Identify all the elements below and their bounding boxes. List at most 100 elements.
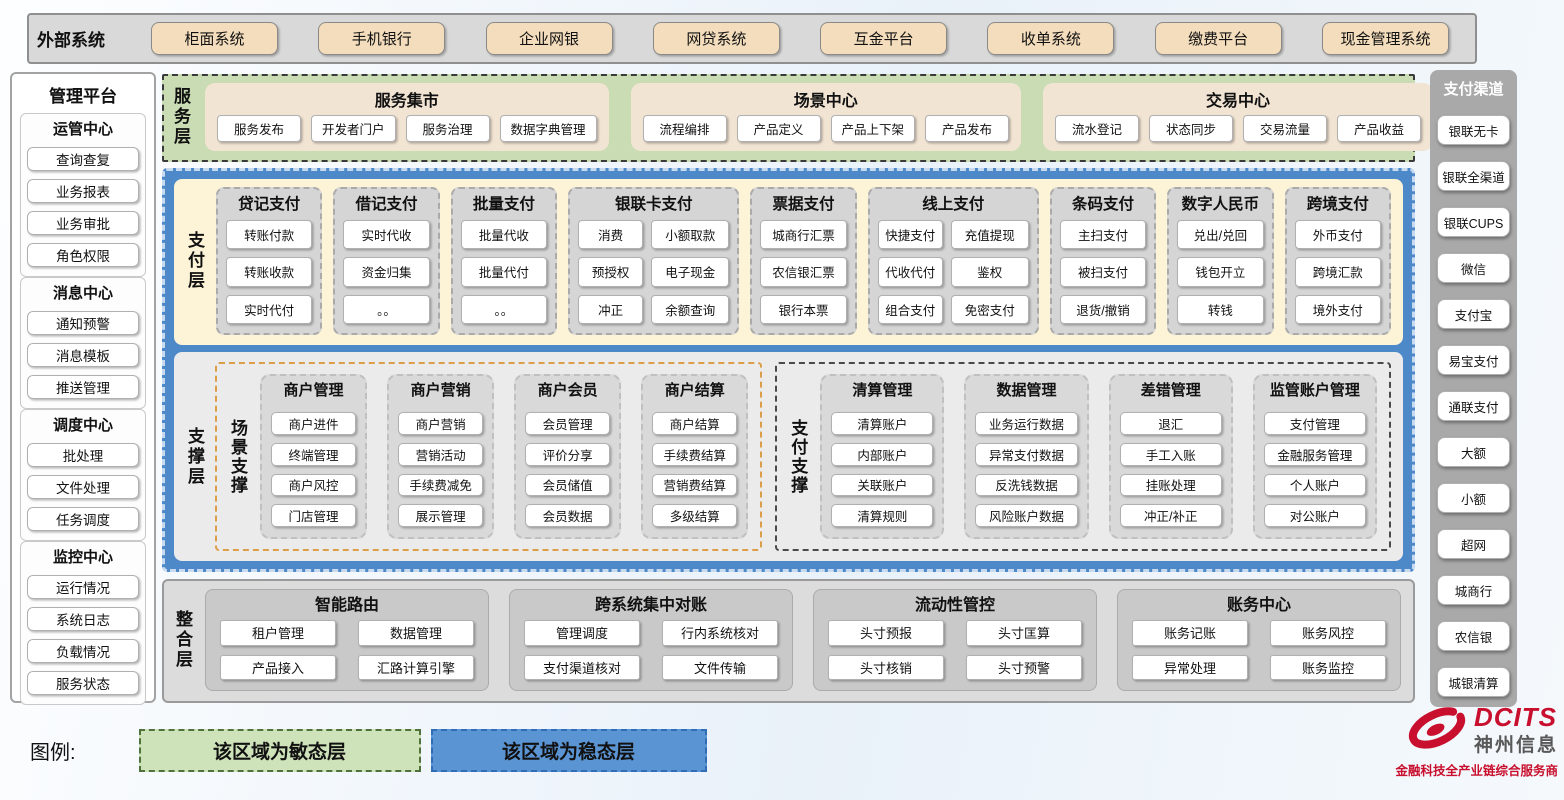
support-column: 商户营销商户营销营销活动手续费减免展示管理 [387,374,495,539]
payment-channel-button: 银联无卡 [1437,115,1510,145]
management-group-title: 监控中心 [52,549,113,566]
service-item-button: 流水登记 [1055,115,1140,142]
payment-column-title: 跨境支付 [1306,196,1369,213]
service-item-button: 产品收益 [1337,115,1422,142]
management-item-button: 推送管理 [27,375,139,399]
payment-column-items: 实时代收资金归集。。 [343,220,430,324]
payment-item-button: 外币支付 [1294,220,1381,250]
integration-item-button: 汇路计算引擎 [358,654,474,680]
legend-label: 图例: [30,742,76,764]
external-system-button: 互金平台 [820,22,948,55]
management-item-button: 批处理 [27,443,139,467]
service-panel-items: 流水登记状态同步交易流量产品收益 [1055,115,1422,142]
service-panel-title: 服务集市 [374,93,439,110]
management-group-title: 运管中心 [52,121,113,138]
payment-column: 银联卡支付消费小额取款预授权电子现金冲正余额查询 [568,187,740,335]
payment-channel-button: 微信 [1437,253,1510,283]
support-item-button: 商户风控 [271,473,357,497]
dcits-logo: DCITS 神州信息 金融科技全产业链综合服务商 [1362,704,1558,779]
management-item-button: 消息模板 [27,343,139,367]
logo-tagline: 金融科技全产业链综合服务商 [1395,764,1558,778]
integration-item-button: 行内系统核对 [662,620,778,646]
support-column-title: 商户会员 [537,382,598,399]
support-groups: 场景支撑商户管理商户进件终端管理商户风控门店管理商户营销商户营销营销活动手续费减… [215,362,1391,551]
payment-item-button: 。。 [460,294,548,324]
payment-item-button: 兑出/兑回 [1177,220,1264,250]
integration-item-button: 头寸预警 [966,654,1082,680]
support-group-columns: 商户管理商户进件终端管理商户风控门店管理商户营销商户营销营销活动手续费减免展示管… [260,374,749,539]
management-item-button: 文件处理 [27,475,139,499]
management-item-button: 系统日志 [27,607,139,631]
support-item-button: 商户进件 [271,412,357,435]
support-column: 差错管理退汇手工入账挂账处理冲正/补正 [1108,374,1233,539]
support-item-button: 会员数据 [525,504,611,527]
support-item-button: 挂账处理 [1119,473,1222,497]
support-item-button: 支付管理 [1263,412,1367,435]
support-item-button: 内部账户 [831,442,934,466]
stable-layer-container: 支付层 贷记支付转账付款转账收款实时代付借记支付实时代收资金归集。。批量支付批量… [162,168,1415,572]
service-panel-title: 交易中心 [1206,93,1271,110]
payment-column: 贷记支付转账付款转账收款实时代付 [216,187,323,335]
support-item-button: 手工入账 [1119,442,1222,466]
integration-panel: 跨系统集中对账管理调度行内系统核对支付渠道核对文件传输 [509,589,793,691]
external-system-button: 企业网银 [485,22,613,55]
payment-column: 数字人民币兑出/兑回钱包开立转钱 [1167,187,1274,335]
service-item-button: 交易流量 [1243,115,1328,142]
support-item-button: 会员管理 [525,412,611,435]
payment-column-title: 批量支付 [472,196,535,213]
payment-item-button: 转账付款 [226,220,313,250]
integration-item-button: 账务监控 [1270,654,1386,680]
payment-item-button: 资金归集 [343,257,430,287]
support-item-button: 金融服务管理 [1263,442,1367,466]
external-system-button: 现金管理系统 [1321,22,1449,55]
integration-item-button: 租户管理 [220,620,336,646]
integration-layer-label: 整合层 [173,610,192,670]
management-group: 运管中心查询查复业务报表业务审批角色权限 [20,113,146,277]
payment-channel-button: 银联CUPS [1437,207,1510,237]
integration-panel: 账务中心账务记账账务风控异常处理账务监控 [1117,589,1401,691]
integration-panel-title: 跨系统集中对账 [594,597,707,614]
payment-item-button: 钱包开立 [1177,257,1264,287]
service-panels: 服务集市服务发布开发者门户服务治理数据字典管理场景中心流程编排产品定义产品上下架… [205,83,1434,151]
payment-item-button: 城商行汇票 [760,220,847,250]
management-group-title: 消息中心 [52,285,113,302]
support-group-label: 场景支撑 [228,418,247,495]
integration-panel-title: 账务中心 [1226,597,1291,614]
external-system-button: 缴费平台 [1154,22,1282,55]
management-item-button: 业务报表 [27,179,139,203]
support-item-button: 营销活动 [398,442,484,466]
payment-channel-button: 小额 [1437,483,1510,513]
support-item-button: 手续费减免 [398,473,484,497]
service-item-button: 服务治理 [405,115,490,142]
payment-column-title: 线上支付 [922,196,985,213]
external-system-button: 网贷系统 [652,22,780,55]
service-panel: 场景中心流程编排产品定义产品上下架产品发布 [630,83,1022,151]
payment-item-button: 余额查询 [651,294,730,324]
management-platform-title: 管理平台 [49,87,117,106]
service-item-button: 服务发布 [217,115,301,142]
support-column-title: 商户管理 [283,382,344,399]
logo-company-name: 神州信息 [1473,735,1558,756]
payment-item-button: 。。 [343,294,430,324]
payment-column: 票据支付城商行汇票农信银汇票银行本票 [750,187,857,335]
service-item-button: 产品定义 [736,115,821,142]
integration-panel-title: 智能路由 [314,597,379,614]
support-item-button: 清算规则 [831,504,934,527]
integration-panel: 智能路由租户管理数据管理产品接入汇路计算引擎 [205,589,489,691]
payment-item-button: 批量代付 [460,257,548,287]
payment-column-items: 快捷支付充值提现代收代付鉴权组合支付免密支付 [877,220,1029,324]
payment-column-items: 城商行汇票农信银汇票银行本票 [760,220,847,324]
service-panel-items: 服务发布开发者门户服务治理数据字典管理 [217,115,597,142]
external-systems-label: 外部系统 [37,31,105,50]
service-panel: 服务集市服务发布开发者门户服务治理数据字典管理 [205,83,609,151]
service-item-button: 状态同步 [1149,115,1234,142]
payment-layer-panel: 支付层 贷记支付转账付款转账收款实时代付借记支付实时代收资金归集。。批量支付批量… [174,179,1403,345]
payment-column: 跨境支付外币支付跨境汇款境外支付 [1284,187,1391,335]
integration-panel-items: 管理调度行内系统核对支付渠道核对文件传输 [524,620,778,680]
service-item-button: 数据字典管理 [499,115,597,142]
payment-item-button: 鉴权 [950,257,1029,287]
payment-item-button: 跨境汇款 [1294,257,1381,287]
management-item-button: 角色权限 [27,243,139,267]
external-system-button: 柜面系统 [151,22,278,55]
